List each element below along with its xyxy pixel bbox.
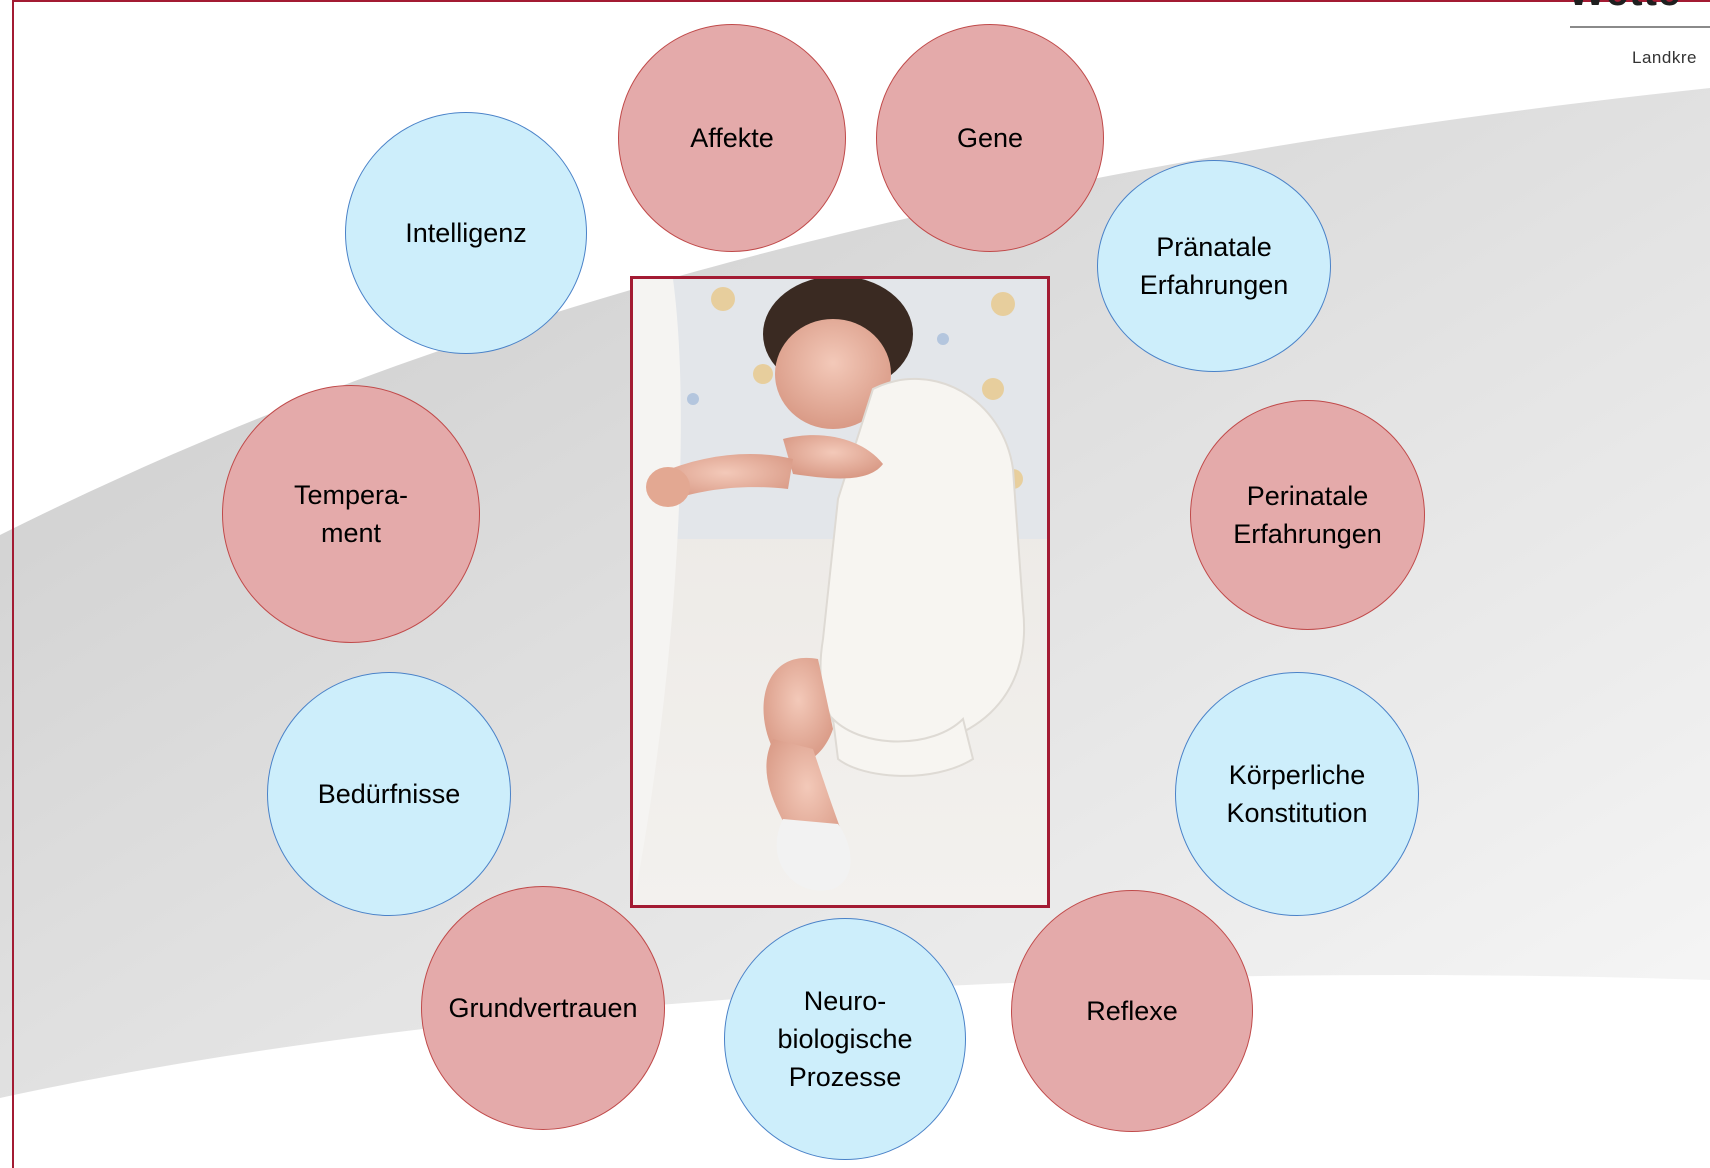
node-temperament: Tempera- ment <box>222 385 480 643</box>
node-label: Neuro- biologische Prozesse <box>777 982 912 1096</box>
node-label: Affekte <box>690 119 774 157</box>
node-gene: Gene <box>876 24 1104 252</box>
node-grundvertrauen: Grundvertrauen <box>421 886 665 1130</box>
node-label: Bedürfnisse <box>318 775 461 813</box>
node-label: Intelligenz <box>405 214 527 252</box>
node-label: Pränatale Erfahrungen <box>1140 228 1289 304</box>
node-affekte: Affekte <box>618 24 846 252</box>
node-praenatale: Pränatale Erfahrungen <box>1097 160 1331 372</box>
node-label: Tempera- ment <box>294 476 408 552</box>
logo-divider <box>1570 26 1710 28</box>
node-neurobiologische: Neuro- biologische Prozesse <box>724 918 966 1160</box>
node-label: Körperliche Konstitution <box>1226 756 1367 832</box>
baby-photo <box>630 276 1050 908</box>
node-label: Perinatale Erfahrungen <box>1233 477 1382 553</box>
node-koerperliche: Körperliche Konstitution <box>1175 672 1419 916</box>
baby-illustration <box>633 279 1047 905</box>
node-label: Grundvertrauen <box>448 989 637 1027</box>
node-label: Gene <box>957 119 1023 157</box>
frame-top-border <box>12 0 1710 2</box>
frame-left-border <box>12 0 14 1168</box>
node-beduerfnisse: Bedürfnisse <box>267 672 511 916</box>
node-reflexe: Reflexe <box>1011 890 1253 1132</box>
node-intelligenz: Intelligenz <box>345 112 587 354</box>
logo-subtitle: Landkre <box>1632 48 1697 68</box>
logo-wordmark: Wette <box>1568 0 1681 15</box>
node-label: Reflexe <box>1086 992 1178 1030</box>
node-perinatale: Perinatale Erfahrungen <box>1190 400 1425 630</box>
